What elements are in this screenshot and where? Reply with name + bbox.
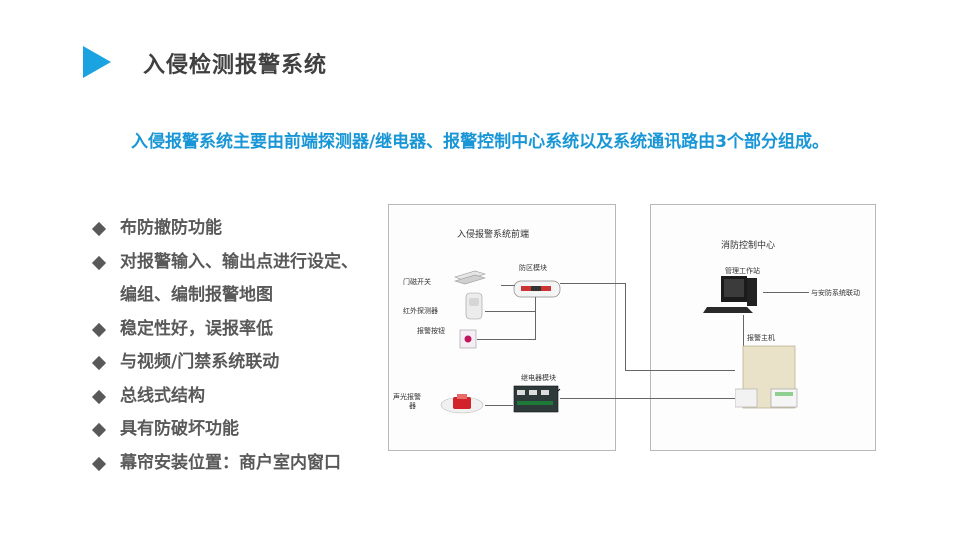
security-link-label: 与安防系统联动 [811, 288, 860, 298]
connector-line [535, 311, 536, 340]
connector-line [477, 339, 535, 340]
connector-line [535, 297, 536, 312]
feature-item: 对报警输入、输出点进行设定、 [92, 246, 392, 280]
connector-line [501, 285, 515, 286]
zone-module-icon [513, 279, 561, 299]
diamond-bullet-icon [92, 356, 106, 370]
subtitle: 入侵报警系统主要由前端探测器/继电器、报警控制中心系统以及系统通讯路由3个部分组… [0, 127, 960, 152]
siren-label-line2: 器 [409, 401, 416, 411]
feature-item: 与视频/门禁系统联动 [92, 346, 392, 380]
feature-item: 总线式结构 [92, 380, 392, 414]
alarm-button-icon [459, 329, 477, 349]
feature-text: 总线式结构 [120, 386, 205, 406]
connector-line [485, 405, 513, 406]
feature-text: 稳定性好，误报率低 [120, 319, 273, 339]
diamond-bullet-icon [92, 389, 106, 403]
feature-text: 编组、编制报警地图 [120, 285, 273, 305]
connector-line [625, 283, 626, 371]
connector-line [743, 315, 744, 347]
siren-icon [439, 391, 485, 415]
alarm-host-icon [735, 345, 805, 411]
feature-text: 幕帘安装位置：商户室内窗口 [120, 453, 341, 473]
zone-module-label: 防区模块 [519, 263, 547, 273]
connector-line [485, 311, 535, 312]
feature-text: 具有防破坏功能 [120, 419, 239, 439]
diamond-bullet-icon [92, 322, 106, 336]
control-center-panel: 消防控制中心 管理工作站 与安防系统联动 报警主机 [650, 204, 876, 451]
ir-detector-label: 红外探测器 [403, 306, 438, 316]
front-end-title: 入侵报警系统前端 [457, 227, 529, 240]
door-switch-label: 门磁开关 [403, 277, 431, 287]
front-end-panel: 入侵报警系统前端 门磁开关 防区模块 红外探测器 报警按钮 声光报警 器 继电器… [388, 204, 616, 451]
feature-item: 幕帘安装位置：商户室内窗口 [92, 447, 392, 481]
title-arrow-icon [83, 46, 111, 78]
feature-item: 布防撤防功能 [92, 212, 392, 246]
diamond-bullet-icon [92, 456, 106, 470]
alarm-host-label: 报警主机 [747, 333, 775, 343]
connector-line [625, 370, 735, 371]
siren-label-line1: 声光报警 [393, 392, 421, 402]
feature-item-continuation: 编组、编制报警地图 [92, 279, 392, 313]
relay-module-icon [513, 383, 561, 415]
relay-module-label: 继电器模块 [521, 373, 556, 383]
feature-text: 对报警输入、输出点进行设定、 [120, 252, 358, 272]
ir-detector-icon [463, 292, 485, 322]
diamond-bullet-icon [92, 222, 106, 236]
diamond-bullet-icon [92, 255, 106, 269]
control-center-title: 消防控制中心 [721, 238, 775, 251]
feature-item: 稳定性好，误报率低 [92, 313, 392, 347]
door-switch-icon [453, 267, 487, 285]
connector-line [763, 292, 809, 293]
feature-text: 与视频/门禁系统联动 [120, 352, 279, 372]
feature-item: 具有防破坏功能 [92, 413, 392, 447]
diamond-bullet-icon [92, 423, 106, 437]
feature-list: 布防撤防功能 对报警输入、输出点进行设定、 编组、编制报警地图 稳定性好，误报率… [92, 212, 392, 480]
feature-text: 布防撤防功能 [120, 218, 222, 238]
alarm-button-label: 报警按钮 [417, 326, 445, 336]
connector-line [560, 283, 626, 284]
connector-line [560, 398, 735, 399]
page-title: 入侵检测报警系统 [143, 47, 327, 79]
workstation-icon [703, 275, 763, 315]
